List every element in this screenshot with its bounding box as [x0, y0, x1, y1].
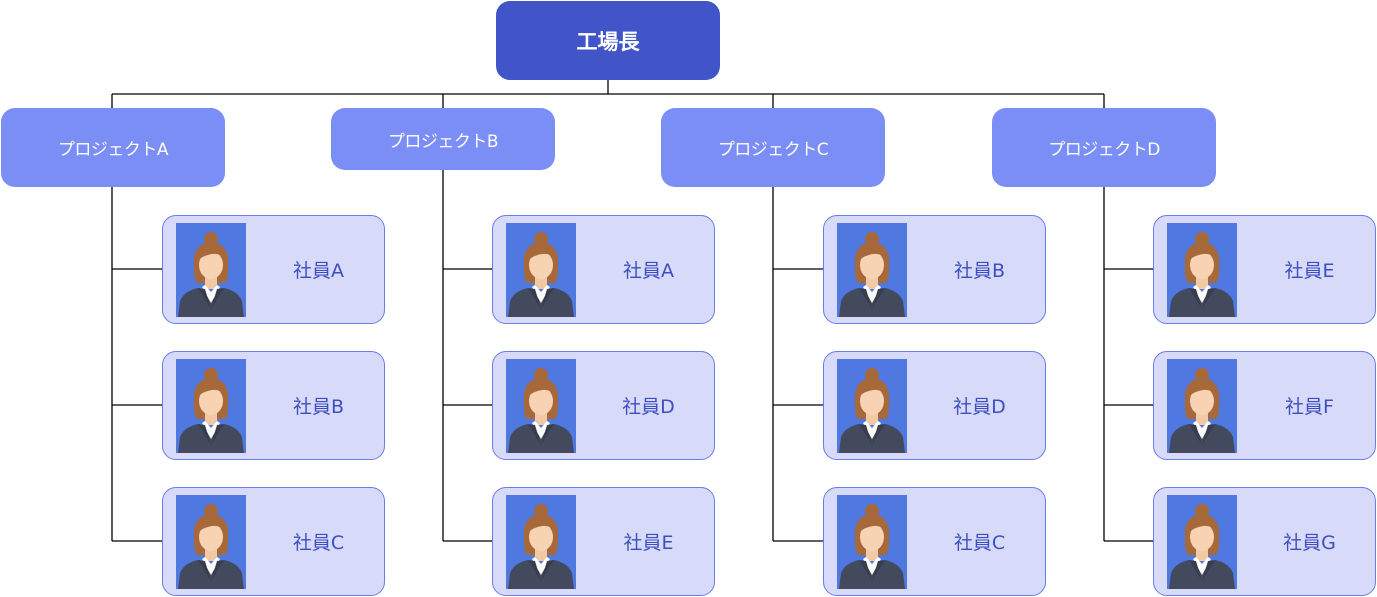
employee-name: 社員B: [292, 396, 345, 418]
employee-card: 社員C: [162, 487, 385, 596]
project-label: プロジェクトB: [387, 131, 499, 152]
employee-card: 社員D: [492, 351, 715, 460]
employee-portrait-icon: [176, 495, 246, 589]
employee-name: 社員F: [1285, 396, 1334, 418]
project-node-c: プロジェクトC: [661, 108, 885, 187]
employee-portrait-icon: [506, 495, 576, 589]
project-label: プロジェクトC: [717, 140, 829, 160]
project-node-a: プロジェクトA: [1, 108, 225, 187]
factory-manager-node: 工場長: [496, 1, 720, 80]
employee-card: 社員G: [1153, 487, 1376, 596]
employee-name: 社員E: [1284, 260, 1335, 282]
employee-card: 社員B: [823, 215, 1046, 324]
employee-portrait-icon: [506, 223, 576, 317]
employee-portrait-icon: [1167, 495, 1237, 589]
employee-card: 社員D: [823, 351, 1046, 460]
employee-name: 社員D: [622, 396, 675, 418]
employee-card: 社員B: [162, 351, 385, 460]
employee-card: 社員E: [1153, 215, 1376, 324]
project-node-b: プロジェクトB: [331, 108, 555, 170]
employee-portrait-icon: [176, 359, 246, 453]
employee-name: 社員C: [292, 532, 345, 554]
employee-portrait-icon: [837, 359, 907, 453]
project-label: プロジェクトD: [1048, 140, 1160, 160]
employee-portrait-icon: [506, 359, 576, 453]
employee-name: 社員G: [1283, 532, 1336, 554]
employee-card: 社員C: [823, 487, 1046, 596]
employee-portrait-icon: [1167, 359, 1237, 453]
employee-name: 社員A: [293, 260, 344, 282]
employee-name: 社員A: [623, 260, 674, 282]
employee-name: 社員E: [623, 532, 674, 554]
employee-portrait-icon: [1167, 223, 1237, 317]
employee-name: 社員B: [953, 260, 1006, 282]
employee-name: 社員D: [953, 396, 1006, 418]
employee-card: 社員F: [1153, 351, 1376, 460]
employee-name: 社員C: [953, 532, 1006, 554]
employee-portrait-icon: [176, 223, 246, 317]
employee-card: 社員A: [492, 215, 715, 324]
factory-manager-label: 工場長: [576, 29, 640, 54]
employee-card: 社員E: [492, 487, 715, 596]
project-label: プロジェクトA: [57, 140, 169, 160]
project-node-d: プロジェクトD: [992, 108, 1216, 187]
employee-portrait-icon: [837, 495, 907, 589]
employee-card: 社員A: [162, 215, 385, 324]
employee-portrait-icon: [837, 223, 907, 317]
